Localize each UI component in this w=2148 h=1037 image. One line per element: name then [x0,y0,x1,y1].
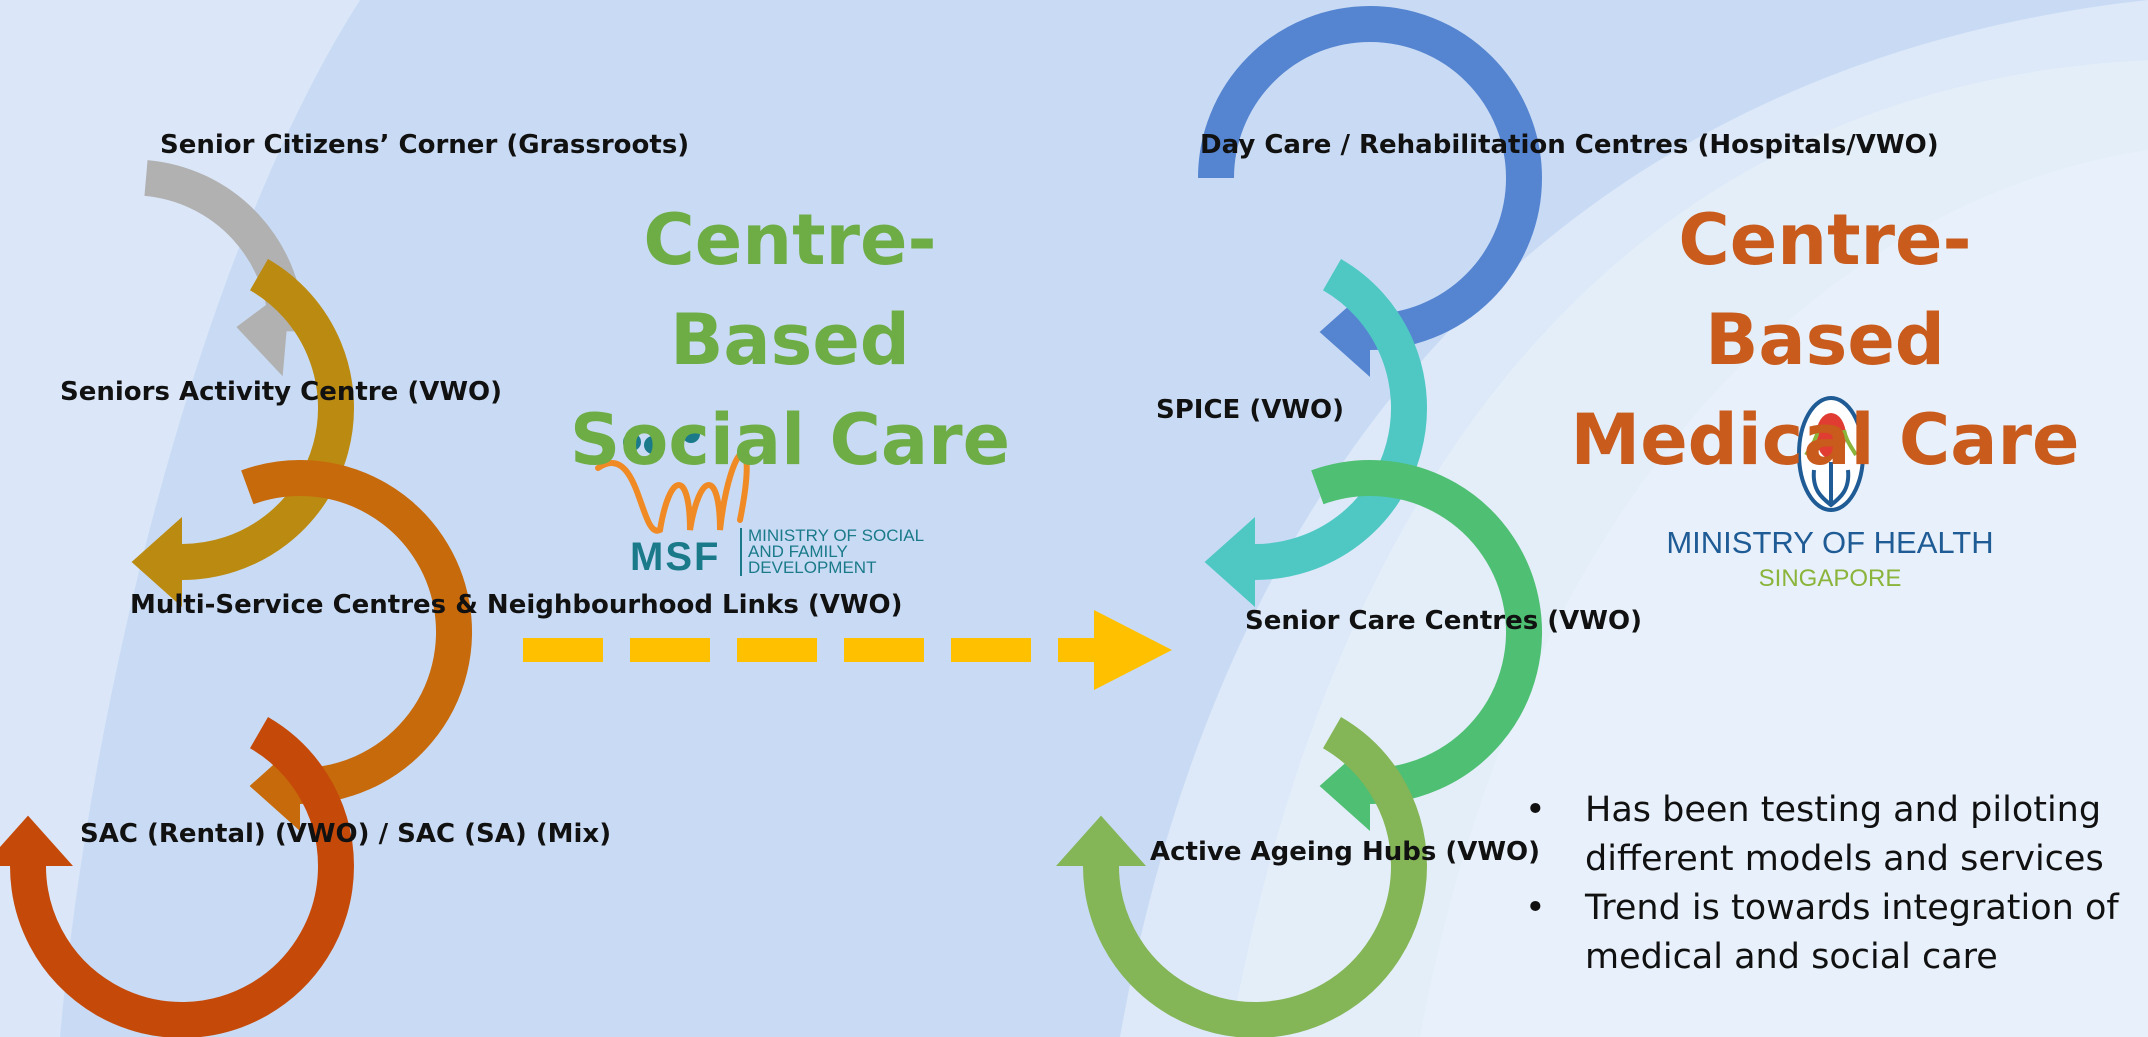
medical-care-flow [1056,6,1542,1037]
transition-arrow [523,610,1172,690]
msf-name: MINISTRY OF SOCIAL AND FAMILY DEVELOPMEN… [740,527,938,576]
moh-name: MINISTRY OF HEALTH [1666,525,1994,560]
ring-sac [0,717,354,1037]
social-care-flow [0,160,472,1037]
step-senior-citizens-corner: Senior Citizens’ Corner (Grassroots) [160,130,690,160]
social-care-title: Centre- Based Social Care [569,199,1011,481]
moh-crest-logo [1797,396,1865,512]
note-item: Trend is towards integration of medical … [1525,884,2125,982]
medical-care-title: Centre-Based Medical Care [1570,199,2080,481]
step-seniors-activity-centre: Seniors Activity Centre (VWO) [60,377,502,407]
msf-figures-logo [595,425,750,534]
step-active-ageing-hubs: Active Ageing Hubs (VWO) [1150,837,1541,867]
step-multi-service-centres: Multi-Service Centres & Neighbourhood Li… [130,590,903,620]
step-senior-care-centres: Senior Care Centres (VWO) [1245,606,1642,636]
note-item: Has been testing and piloting different … [1525,786,2125,884]
msf-abbr: MSF [630,535,721,579]
msf-logo: MSF MINISTRY OF SOCIAL AND FAMILY DEVELO… [590,410,950,590]
ring-seniors-activity-centre [131,259,354,607]
step-sac: SAC (Rental) (VWO) / SAC (SA) (Mix) [80,819,612,849]
notes-list: Has been testing and piloting different … [1525,786,2125,982]
step-day-care-rehab: Day Care / Rehabilitation Centres (Hospi… [1200,130,1939,160]
moh-logo: MINISTRY OF HEALTH SINGAPORE [1620,395,2040,595]
ring-active-ageing-hubs [1056,717,1427,1037]
moh-country: SINGAPORE [1758,565,1902,592]
step-spice: SPICE (VWO) [1155,395,1345,425]
ring-spice [1204,259,1427,607]
